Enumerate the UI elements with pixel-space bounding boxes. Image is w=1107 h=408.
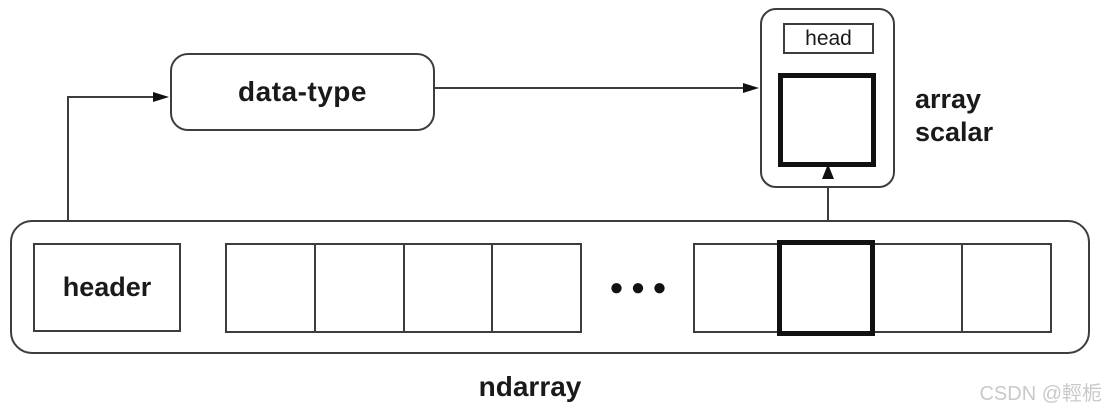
memory-cell — [963, 245, 1050, 331]
head-box: head — [783, 23, 874, 54]
ndarray-label: ndarray — [478, 371, 582, 402]
arrowhead-into-datatype-icon — [153, 92, 169, 102]
array-scalar-label: array scalar — [915, 83, 993, 149]
memory-cell — [405, 245, 494, 331]
array-scalar-node: head — [760, 8, 895, 188]
ndarray-header-label: header — [62, 272, 152, 302]
watermark: CSDN @輕栀 — [979, 383, 1102, 405]
memory-cell — [874, 245, 963, 331]
cell-group-1 — [225, 243, 582, 333]
datatype-node: data-type — [170, 53, 435, 131]
array-scalar-label-line1: array — [915, 84, 982, 114]
connector-datatype-to-scalar — [435, 87, 745, 89]
memory-cell — [493, 245, 580, 331]
ndarray-header-box: header — [33, 243, 181, 332]
selected-element-cell — [777, 240, 875, 336]
memory-cell — [316, 245, 405, 331]
connector-header-to-datatype-horizontal — [67, 96, 155, 98]
connector-header-to-datatype-vertical — [67, 97, 69, 244]
memory-cell — [227, 245, 316, 331]
memory-cell — [695, 245, 785, 331]
ellipsis-dots: ●●● — [609, 274, 674, 301]
arrowhead-into-scalar-icon — [743, 83, 759, 93]
head-label: head — [805, 26, 852, 50]
arrowhead-up-into-scalar-box-icon — [822, 164, 834, 179]
array-scalar-label-line2: scalar — [915, 117, 994, 147]
datatype-label: data-type — [238, 76, 367, 107]
scalar-value-box — [778, 73, 876, 167]
connector-element-to-scalar — [827, 178, 829, 240]
